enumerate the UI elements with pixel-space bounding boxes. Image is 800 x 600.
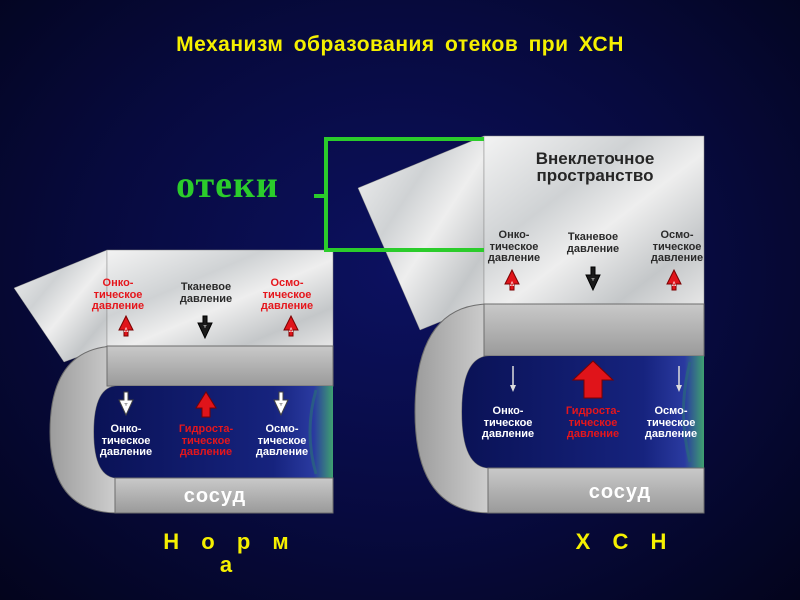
svg-text:Δ: Δ — [289, 327, 294, 334]
hsn-tissue-oncotic-label: Онко- тическое давление — [487, 229, 541, 265]
hsn-vessel-wall-bottom — [487, 467, 705, 514]
norma-lumen-oncotic-label: Онко- тическое давление — [99, 423, 153, 459]
hsn-tissue-oncotic-arrow-up: Δ — [504, 268, 520, 291]
hsn-vessel-label: сосуд — [588, 481, 652, 503]
norma-lumen-osmotic-label: Осмо- тическое давление — [255, 423, 309, 459]
hsn-lumen-hydrostatic-label: Гидроста- тическое давление — [565, 405, 621, 441]
hsn-panel: Δ ▿ Δ — [357, 135, 705, 514]
norma-lumen-oncotic-arrow-down: ▿ — [118, 391, 134, 417]
norma-vessel-lumen — [94, 386, 333, 478]
norma-tissue-osmotic-label: Осмо- тическое давление — [260, 277, 314, 313]
svg-text:Δ: Δ — [124, 327, 129, 334]
edema-bracket — [314, 137, 484, 252]
norma-lumen-osmotic-arrow-down: ▿ — [273, 391, 289, 417]
hsn-tissue-pressure-label: Тканевое давление — [566, 231, 620, 255]
norma-tissue-osmotic-arrow-up: Δ — [283, 314, 299, 337]
norma-tissue-oncotic-label: Онко- тическое давление — [91, 277, 145, 313]
norma-panel: Δ ▿ Δ ▿ ▿ — [13, 249, 334, 514]
norma-caption: Н о р м а — [163, 529, 297, 578]
svg-text:Δ: Δ — [672, 281, 677, 288]
hsn-caption: Х С Н — [575, 529, 675, 554]
hsn-vessel-lumen — [462, 356, 704, 468]
hsn-lumen-hydrostatic-arrow-up — [571, 360, 615, 399]
norma-tissue-pressure-label: Тканевое давление — [179, 281, 233, 305]
svg-text:▿: ▿ — [203, 323, 206, 330]
svg-text:▿: ▿ — [124, 401, 127, 408]
norma-tissue-pressure-arrow-down: ▿ — [197, 315, 213, 340]
hsn-tissue-pressure-arrow-down: ▿ — [585, 266, 601, 292]
norma-lumen-hydrostatic-arrow-up — [195, 391, 217, 418]
norma-tissue-oncotic-arrow-up: Δ — [118, 314, 134, 337]
slide-title: Механизм образования отеков при ХСН — [176, 33, 624, 56]
hsn-vessel-wall-top — [483, 303, 705, 357]
svg-text:▿: ▿ — [279, 401, 282, 408]
norma-vessel-wall-bottom — [114, 477, 334, 514]
norma-vessel-opening — [308, 389, 318, 475]
hsn-tissue-osmotic-arrow-up: Δ — [666, 268, 682, 291]
extracellular-space-label: Внеклеточное пространство — [535, 149, 655, 185]
hsn-tissue-osmotic-label: Осмо- тическое давление — [650, 229, 704, 265]
svg-text:Δ: Δ — [510, 281, 515, 288]
hsn-vessel-opening — [682, 361, 692, 463]
hsn-lumen-oncotic-label: Онко- тическое давление — [481, 405, 535, 441]
svg-text:▿: ▿ — [591, 276, 594, 283]
hsn-lumen-osmotic-arrow-down — [676, 366, 682, 392]
norma-vessel-wall-top — [106, 345, 334, 387]
norma-lumen-hydrostatic-label: Гидроста- тическое давление — [178, 423, 234, 459]
hsn-lumen-oncotic-arrow-down — [510, 366, 516, 392]
norma-vessel-label: сосуд — [183, 485, 247, 507]
edema-label: отеки — [176, 164, 279, 206]
hsn-tissue-side — [357, 135, 485, 331]
hsn-lumen-osmotic-label: Осмо- тическое давление — [644, 405, 698, 441]
